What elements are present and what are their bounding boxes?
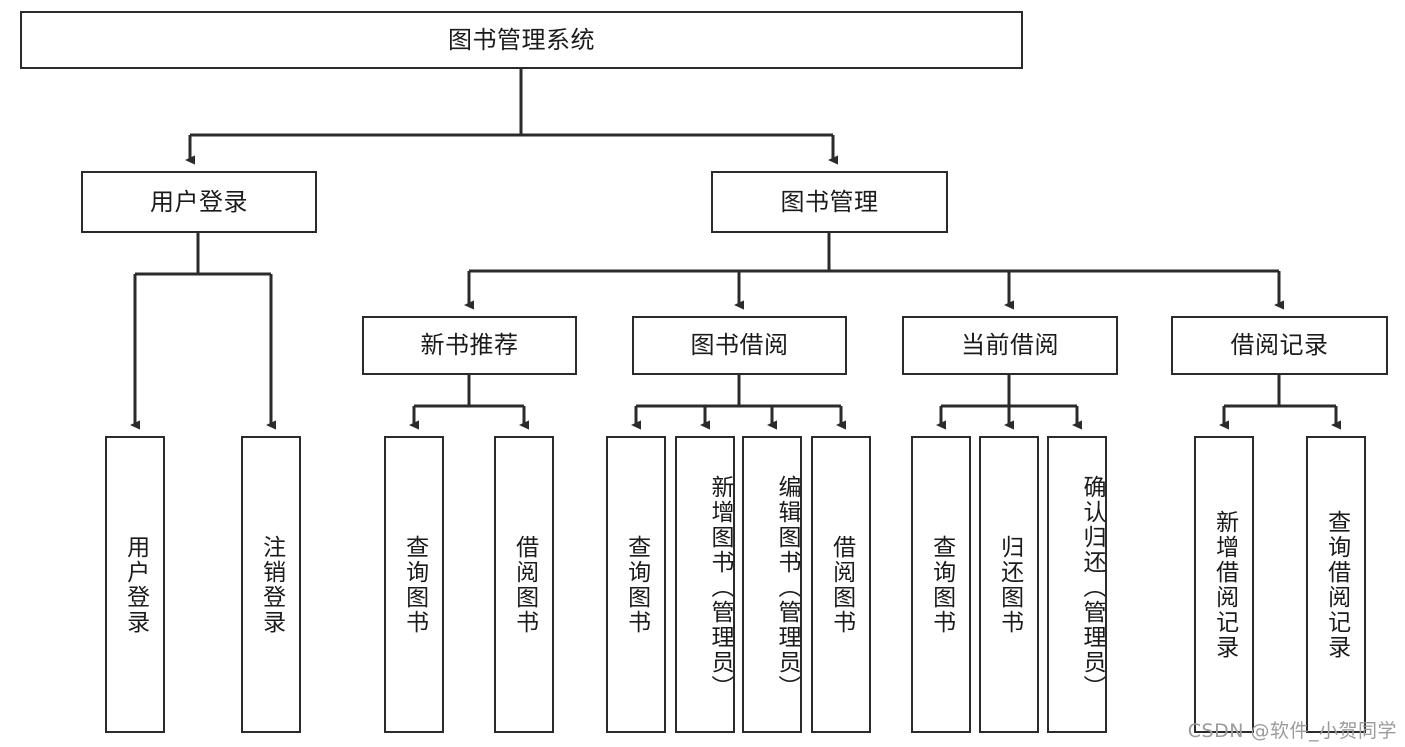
node-leaf-user-logout[interactable]: 注销登录 bbox=[241, 436, 301, 733]
node-leaf-return-book-label: 归还图书 bbox=[996, 534, 1023, 635]
node-leaf-return-book[interactable]: 归还图书 bbox=[979, 436, 1039, 733]
node-leaf-borrow-book-1-label: 借阅图书 bbox=[511, 534, 538, 635]
node-leaf-add-record[interactable]: 新增借阅记录 bbox=[1194, 436, 1254, 733]
node-user-login-label: 用户登录 bbox=[150, 187, 248, 216]
node-leaf-borrow-book-2-label: 借阅图书 bbox=[828, 534, 855, 635]
node-book-management[interactable]: 图书管理 bbox=[711, 171, 948, 233]
node-root-label: 图书管理系统 bbox=[448, 25, 595, 54]
watermark: CSDN @软件_小贺同学 bbox=[1187, 720, 1397, 742]
node-leaf-query-book-3[interactable]: 查询图书 bbox=[911, 436, 971, 733]
node-leaf-add-record-label: 新增借阅记录 bbox=[1211, 509, 1238, 660]
node-leaf-query-book-3-label: 查询图书 bbox=[928, 534, 955, 635]
node-current-borrow[interactable]: 当前借阅 bbox=[902, 316, 1118, 375]
node-borrow-record[interactable]: 借阅记录 bbox=[1171, 316, 1388, 375]
node-leaf-confirm-return[interactable]: 确认归还（管理员） bbox=[1047, 436, 1107, 733]
node-leaf-query-book-1-label: 查询图书 bbox=[401, 534, 428, 635]
node-leaf-query-book-2[interactable]: 查询图书 bbox=[606, 436, 666, 733]
node-leaf-user-login[interactable]: 用户登录 bbox=[105, 436, 165, 733]
node-leaf-add-book[interactable]: 新增图书（管理员） bbox=[675, 436, 735, 733]
node-leaf-confirm-return-label: 确认归还（管理员） bbox=[1079, 475, 1105, 700]
node-book-borrow-label: 图书借阅 bbox=[690, 331, 789, 360]
node-leaf-borrow-book-1[interactable]: 借阅图书 bbox=[494, 436, 554, 733]
node-leaf-borrow-book-2[interactable]: 借阅图书 bbox=[811, 436, 871, 733]
node-leaf-user-login-label: 用户登录 bbox=[122, 534, 149, 635]
node-leaf-user-logout-label: 注销登录 bbox=[258, 534, 285, 635]
node-root[interactable]: 图书管理系统 bbox=[20, 11, 1023, 69]
node-leaf-edit-book-label: 编辑图书（管理员） bbox=[774, 475, 800, 700]
node-book-management-label: 图书管理 bbox=[780, 187, 879, 216]
node-user-login[interactable]: 用户登录 bbox=[81, 171, 317, 233]
node-leaf-edit-book[interactable]: 编辑图书（管理员） bbox=[742, 436, 802, 733]
node-current-borrow-label: 当前借阅 bbox=[961, 331, 1059, 360]
node-borrow-record-label: 借阅记录 bbox=[1230, 331, 1329, 360]
node-leaf-query-book-1[interactable]: 查询图书 bbox=[384, 436, 444, 733]
node-leaf-query-record[interactable]: 查询借阅记录 bbox=[1306, 436, 1366, 733]
node-new-book-recommend-label: 新书推荐 bbox=[420, 331, 519, 360]
node-leaf-query-record-label: 查询借阅记录 bbox=[1323, 509, 1350, 660]
node-book-borrow[interactable]: 图书借阅 bbox=[632, 316, 847, 375]
node-leaf-query-book-2-label: 查询图书 bbox=[623, 534, 650, 635]
node-new-book-recommend[interactable]: 新书推荐 bbox=[362, 316, 577, 375]
node-leaf-add-book-label: 新增图书（管理员） bbox=[707, 475, 733, 700]
